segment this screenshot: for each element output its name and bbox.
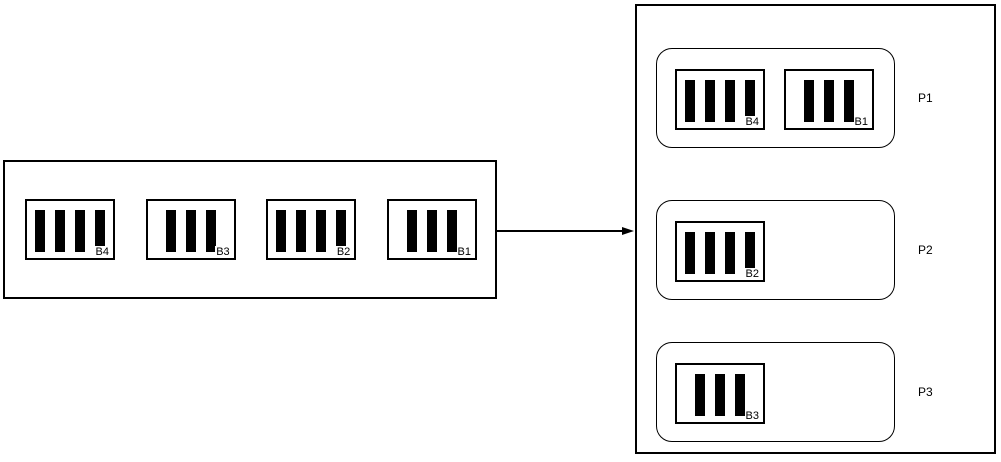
source-batches-panel: B4 B3 B2 B1 [3,160,497,299]
batch-bar [35,210,45,252]
batch-bar [316,210,327,252]
flow-arrow-head-icon [622,227,634,235]
batch-bar [95,210,105,252]
batch-bar [705,80,715,122]
partition-row-p3: B3 P3 [637,342,994,442]
batch-label: B3 [744,409,759,422]
batch-bar [406,210,417,252]
batch-bars [268,210,354,252]
batch-bars [677,374,763,416]
batch-bar [165,210,176,252]
batch-box-b3: B3 [145,199,236,260]
batch-bar [824,80,834,122]
partition-label: P1 [918,91,933,105]
batch-box-b4: B4 [25,199,115,260]
batch-box-b4: B4 [675,69,765,130]
batch-bar [426,210,437,252]
batch-bar [55,210,65,252]
batch-bar [844,80,854,122]
batch-label: B3 [215,245,230,258]
batch-bar [205,210,216,252]
batch-label: B4 [744,115,759,128]
batch-bars [148,210,234,252]
batch-label: B1 [853,115,868,128]
batch-bar [725,232,735,274]
partition-label: P3 [918,385,933,399]
source-batch-list: B4 B3 B2 B1 [5,162,495,297]
batch-label: B2 [744,267,759,280]
batch-bars [786,80,872,122]
batch-bar [715,374,725,416]
batch-bar [276,210,287,252]
batch-bars [677,232,763,274]
batch-bar [75,210,85,252]
batch-label: B2 [335,245,351,258]
batch-box-b1: B1 [784,69,874,130]
batch-bars [677,80,763,122]
batch-bar [745,80,755,122]
batch-bars [27,210,113,252]
partition-box-p1: B4 B1 [656,48,895,148]
batch-bars [389,210,475,252]
batch-bar [336,210,347,252]
partition-box-p2: B2 [656,200,895,300]
partition-label: P2 [918,243,933,257]
batch-bar [735,374,745,416]
batch-bar [296,210,307,252]
batch-box-b1: B1 [386,199,477,260]
batch-bar [705,232,715,274]
batch-box-b2: B2 [266,199,357,260]
partition-box-p3: B3 [656,342,895,442]
batch-bar [685,80,695,122]
partition-row-p1: B4 B1 P1 [637,48,994,148]
batch-box-b3: B3 [675,363,765,424]
batch-bar [446,210,457,252]
batch-bar [185,210,196,252]
batch-bar [804,80,814,122]
batch-bar [745,232,755,274]
batch-box-b2: B2 [675,221,765,282]
flow-arrow-line [497,230,625,232]
batch-label: B1 [456,245,471,258]
partition-row-p2: B2 P2 [637,200,994,300]
batch-bar [695,374,705,416]
batch-bar [685,232,695,274]
batch-bar [725,80,735,122]
batch-label: B4 [94,245,109,258]
